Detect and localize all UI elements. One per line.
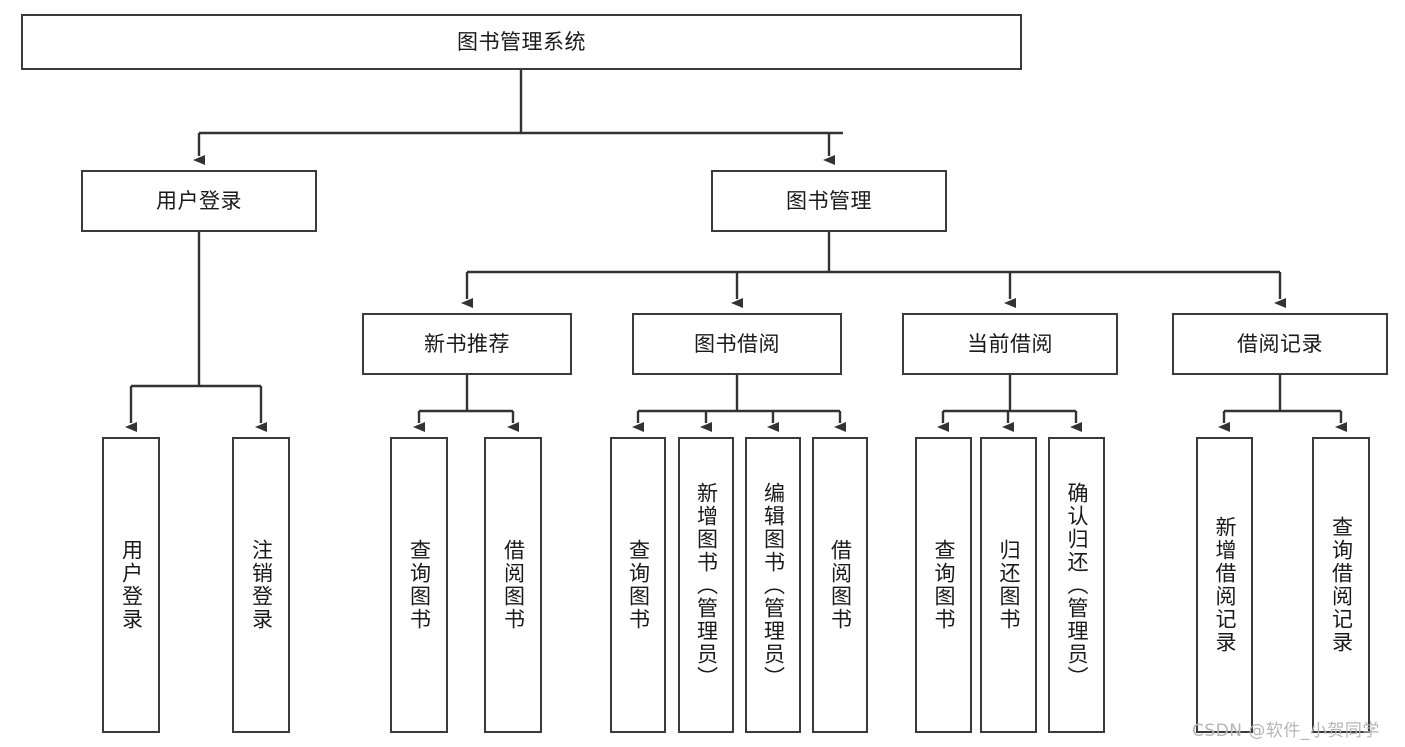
node-label-book-borrow: 图书借阅 xyxy=(694,331,780,356)
node-new-book-rec[interactable]: 新书推荐 xyxy=(362,313,572,375)
node-leaf-cur-return-book[interactable]: 归还图书 xyxy=(980,437,1037,733)
node-leaf-borrow-add-book[interactable]: 新增图书（管理员） xyxy=(678,437,734,733)
node-label-leaf-cur-confirm-return: 确认归还（管理员） xyxy=(1065,481,1089,689)
node-book-borrow[interactable]: 图书借阅 xyxy=(632,313,842,375)
node-label-leaf-rec-add-record: 新增借阅记录 xyxy=(1213,516,1237,654)
node-label-leaf-rec-query-record: 查询借阅记录 xyxy=(1329,516,1354,654)
node-label-leaf-borrow-query-book: 查询图书 xyxy=(626,539,651,631)
node-leaf-cur-confirm-return[interactable]: 确认归还（管理员） xyxy=(1048,437,1105,733)
node-label-leaf-rec-query-book: 查询图书 xyxy=(407,539,432,631)
node-leaf-user-logout[interactable]: 注销登录 xyxy=(232,437,290,733)
node-leaf-rec-add-record[interactable]: 新增借阅记录 xyxy=(1196,437,1253,733)
node-leaf-rec-borrow-book[interactable]: 借阅图书 xyxy=(484,437,542,733)
node-label-borrow-record: 借阅记录 xyxy=(1237,331,1323,356)
node-book-manage[interactable]: 图书管理 xyxy=(711,170,947,232)
node-label-leaf-borrow-add-book: 新增图书（管理员） xyxy=(694,481,719,689)
node-label-new-book-rec: 新书推荐 xyxy=(424,331,510,356)
node-label-leaf-user-logout: 注销登录 xyxy=(249,539,274,631)
node-label-leaf-user-login: 用户登录 xyxy=(119,539,144,631)
node-user-login[interactable]: 用户登录 xyxy=(81,170,317,232)
node-label-current-borrow: 当前借阅 xyxy=(967,331,1053,356)
node-leaf-borrow-query-book[interactable]: 查询图书 xyxy=(610,437,666,733)
node-borrow-record[interactable]: 借阅记录 xyxy=(1172,313,1388,375)
node-label-leaf-borrow-borrow-book: 借阅图书 xyxy=(828,539,853,631)
node-label-leaf-rec-borrow-book: 借阅图书 xyxy=(501,539,526,631)
node-leaf-rec-query-book[interactable]: 查询图书 xyxy=(390,437,448,733)
node-leaf-cur-query-book[interactable]: 查询图书 xyxy=(915,437,972,733)
node-label-leaf-borrow-edit-book: 编辑图书（管理员） xyxy=(761,481,786,689)
node-root[interactable]: 图书管理系统 xyxy=(21,14,1022,70)
node-label-leaf-cur-return-book: 归还图书 xyxy=(997,539,1021,631)
node-current-borrow[interactable]: 当前借阅 xyxy=(902,313,1118,375)
node-leaf-user-login[interactable]: 用户登录 xyxy=(102,437,160,733)
node-label-root: 图书管理系统 xyxy=(457,29,586,54)
watermark: CSDN @软件_小贺同学 xyxy=(1192,721,1380,741)
node-leaf-borrow-borrow-book[interactable]: 借阅图书 xyxy=(812,437,868,733)
node-label-user-login: 用户登录 xyxy=(156,188,242,213)
node-leaf-borrow-edit-book[interactable]: 编辑图书（管理员） xyxy=(745,437,801,733)
node-label-leaf-cur-query-book: 查询图书 xyxy=(932,539,956,631)
node-label-book-manage: 图书管理 xyxy=(786,188,872,213)
node-leaf-rec-query-record[interactable]: 查询借阅记录 xyxy=(1312,437,1370,733)
